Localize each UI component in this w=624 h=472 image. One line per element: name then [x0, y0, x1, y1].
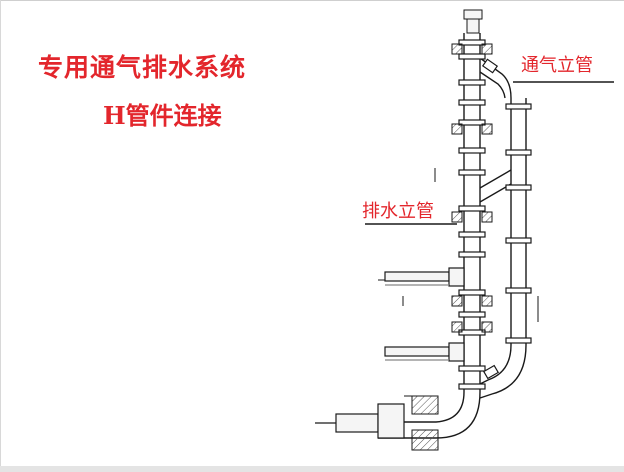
drain-stack-flanges — [458, 39, 486, 390]
vent-stack-label: 通气立管 — [521, 55, 593, 76]
building-drain — [315, 403, 405, 439]
stack-roof-cap — [463, 9, 483, 34]
branch-pipe-upper — [384, 267, 465, 287]
branch-pipe-lower — [384, 342, 465, 362]
drain-stack-label: 排水立管 — [362, 201, 434, 222]
junction-fittings — [481, 58, 500, 380]
foundation-wall — [404, 395, 439, 451]
vent-stack-flanges — [505, 103, 532, 344]
floor-slabs — [451, 43, 493, 333]
slide-bottom-bar — [0, 466, 624, 472]
slide-subtitle: H管件连接 — [103, 101, 222, 130]
slide-top-border — [0, 0, 624, 1]
slide-left-border — [0, 0, 1, 472]
slide-title: 专用通气排水系统 — [38, 53, 247, 82]
flow-marks — [378, 168, 539, 322]
drain-stack-pipe — [463, 33, 481, 392]
label-leaders — [365, 81, 614, 225]
vent-stack-pipe — [479, 57, 527, 399]
